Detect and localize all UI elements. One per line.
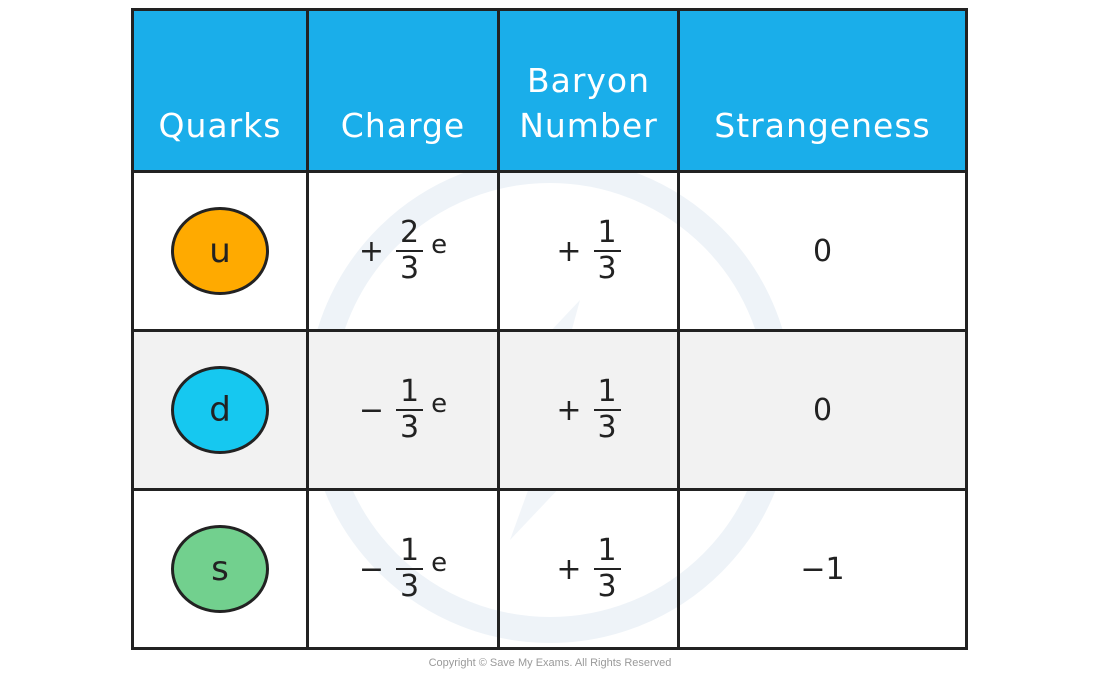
charge-denominator: 3	[400, 569, 420, 604]
quark-cell: u	[131, 170, 309, 332]
strangeness-cell: −1	[677, 488, 968, 650]
quark-properties-table: Quarks Charge Baryon Number Strangeness …	[131, 8, 968, 650]
charge-sign: −	[358, 392, 385, 428]
baryon-numerator: 1	[593, 375, 621, 411]
quark-s-badge: s	[171, 525, 269, 613]
baryon-sign: +	[556, 551, 582, 587]
header-quarks: Quarks	[131, 8, 309, 173]
quark-cell: d	[131, 329, 309, 491]
charge-denominator: 3	[400, 251, 420, 286]
baryon-sign: +	[556, 392, 582, 428]
quark-u-badge: u	[171, 207, 269, 295]
baryon-numerator: 1	[593, 216, 621, 252]
baryon-sign: +	[556, 233, 582, 269]
charge-numerator: 2	[396, 216, 424, 252]
charge-sign: +	[358, 233, 385, 269]
charge-sign: −	[358, 551, 385, 587]
baryon-numerator: 1	[593, 534, 621, 570]
header-strangeness: Strangeness	[677, 8, 968, 173]
baryon-denominator: 3	[597, 410, 617, 445]
table-header-row: Quarks Charge Baryon Number Strangeness	[131, 8, 968, 173]
copyright-notice: Copyright © Save My Exams. All Rights Re…	[428, 657, 672, 669]
header-charge: Charge	[306, 8, 500, 173]
baryon-denominator: 3	[597, 569, 617, 604]
charge-unit: e	[431, 230, 448, 260]
header-baryon-number: Baryon Number	[497, 8, 680, 173]
charge-unit: e	[431, 389, 448, 419]
charge-numerator: 1	[396, 534, 424, 570]
charge-numerator: 1	[396, 375, 424, 411]
baryon-denominator: 3	[597, 251, 617, 286]
charge-denominator: 3	[400, 410, 420, 445]
quark-d-badge: d	[171, 366, 269, 454]
strangeness-cell: 0	[677, 170, 968, 332]
charge-unit: e	[431, 548, 448, 578]
quark-cell: s	[131, 488, 309, 650]
strangeness-cell: 0	[677, 329, 968, 491]
